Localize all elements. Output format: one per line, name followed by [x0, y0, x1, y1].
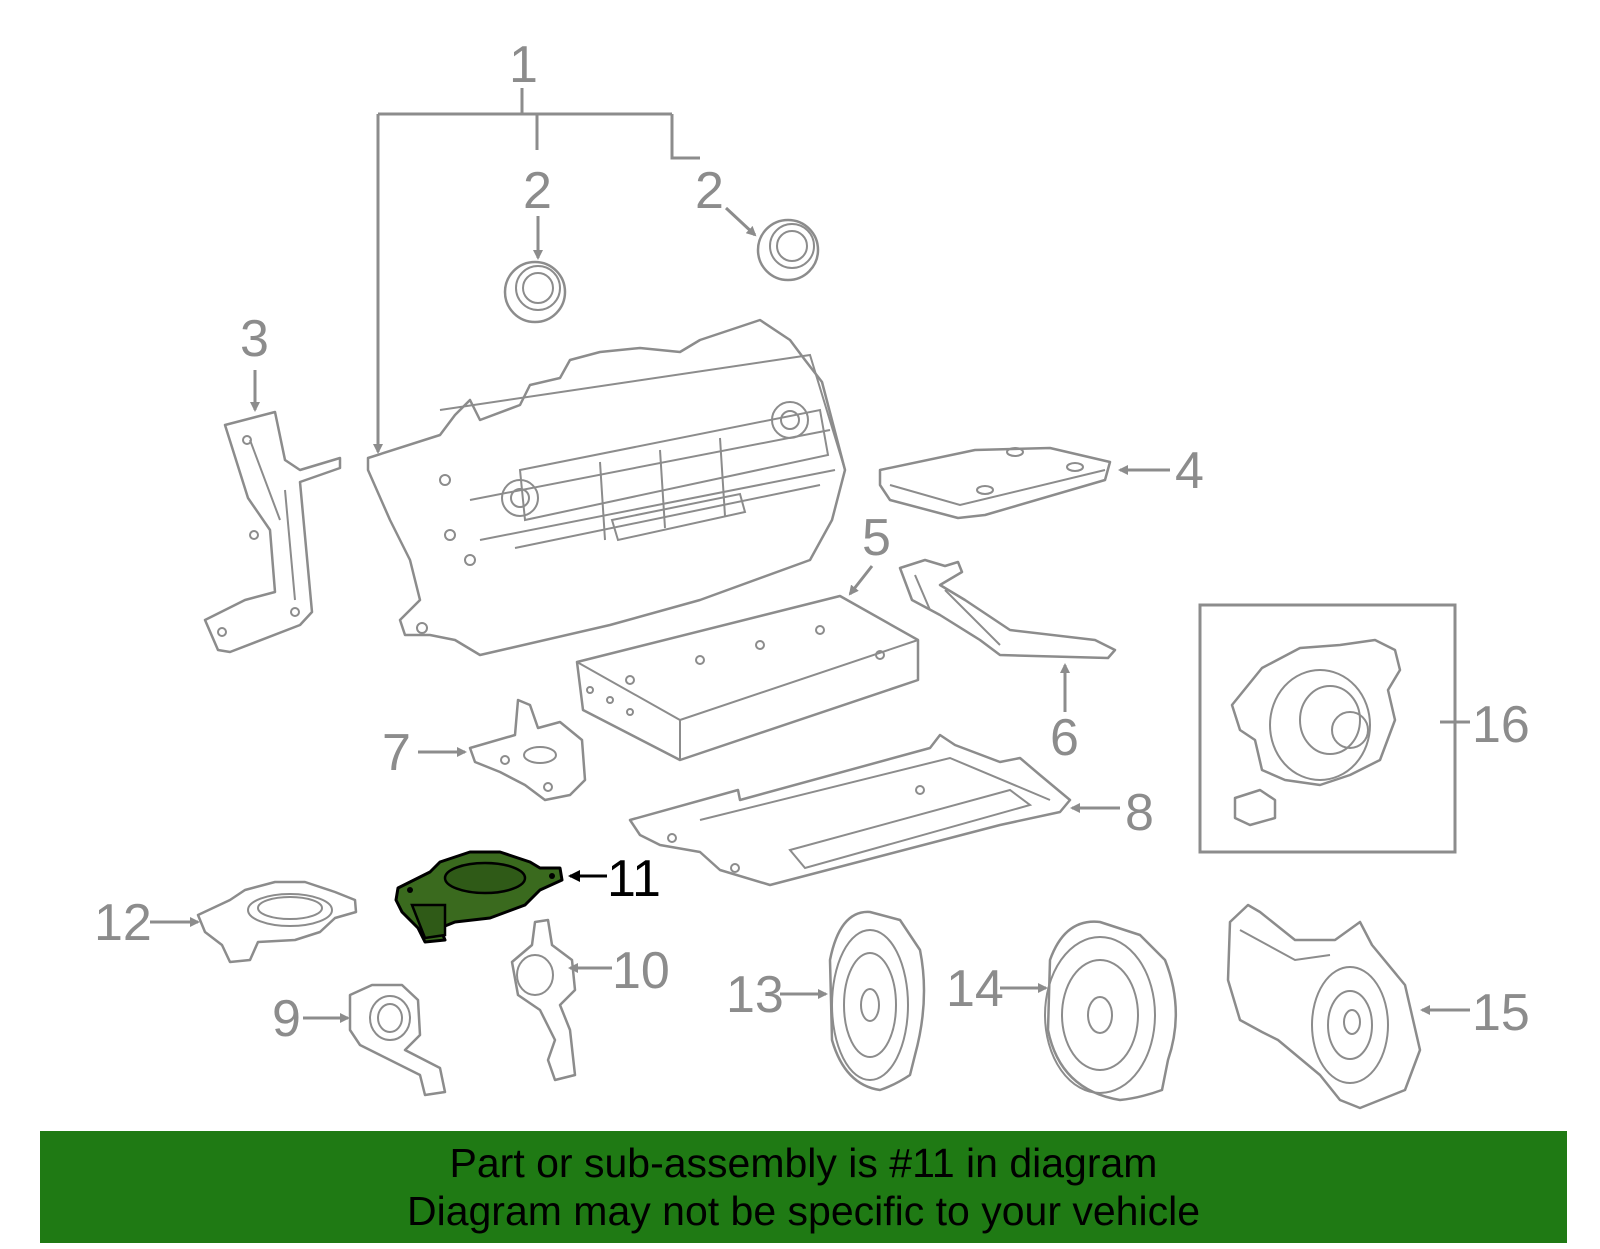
callout-8-label: 8: [1125, 784, 1154, 842]
callout-1-bracket: [373, 88, 700, 454]
banner-line-1: Part or sub-assembly is #11 in diagram: [449, 1140, 1158, 1186]
radio-head-unit: [366, 318, 847, 657]
tweeter-12: [196, 880, 358, 964]
callout-1-label: 1: [509, 36, 538, 94]
callout-2b-arrow: [724, 206, 757, 237]
highlighted-part-11: [394, 850, 564, 944]
callout-12-label: 12: [94, 894, 152, 952]
callout-13-label: 13: [726, 966, 784, 1024]
bracket-left: [203, 410, 342, 654]
callout-5-arrow: [848, 565, 874, 596]
callout-14-label: 14: [946, 960, 1004, 1018]
bracket-6: [898, 558, 1117, 660]
knob-right: [756, 218, 820, 282]
callout-10-label: 10: [612, 942, 670, 1000]
callout-9-label: 9: [272, 990, 301, 1048]
callout-2b-label: 2: [695, 162, 724, 220]
knob-left: [503, 260, 567, 324]
bracket-4: [878, 446, 1112, 520]
callout-16-label: 16: [1472, 696, 1530, 754]
part-info-banner: Part or sub-assembly is #11 in diagram D…: [40, 1131, 1567, 1243]
subwoofer-15: [1226, 903, 1422, 1110]
callout-4-label: 4: [1175, 442, 1204, 500]
bracket-7: [468, 698, 587, 802]
callout-6-label: 6: [1050, 709, 1079, 767]
callout-5-label: 5: [862, 509, 891, 567]
callout-2a-label: 2: [523, 162, 552, 220]
speaker-10: [510, 918, 577, 1082]
callout-3-label: 3: [240, 310, 269, 368]
tray-8: [628, 733, 1072, 887]
callout-7-label: 7: [382, 724, 411, 782]
speaker-14: [1044, 920, 1178, 1102]
speaker-9: [348, 983, 447, 1097]
control-knob-16: [1230, 638, 1402, 827]
speaker-13: [828, 910, 926, 1092]
callout-15-label: 15: [1472, 984, 1530, 1042]
inset-frame-16: [1198, 603, 1457, 854]
banner-line-2: Diagram may not be specific to your vehi…: [406, 1188, 1200, 1234]
callout-11-label: 11: [607, 850, 661, 908]
amplifier-module: [575, 594, 920, 762]
